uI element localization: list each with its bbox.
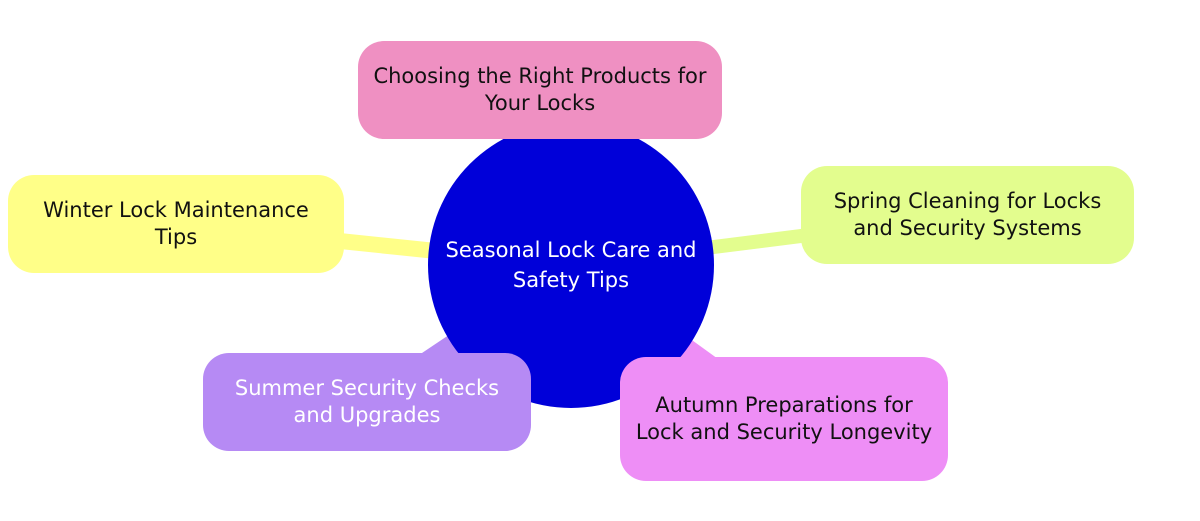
branch-label-winter: Winter Lock Maintenance Tips [43, 198, 309, 249]
branch-label-summer: Summer Security Checks and Upgrades [234, 376, 500, 427]
branch-node-winter: Winter Lock Maintenance Tips [8, 175, 344, 273]
branch-node-products: Choosing the Right Products for Your Loc… [358, 41, 722, 139]
branch-label-autumn: Autumn Preparations for Lock and Securit… [635, 393, 933, 444]
branch-label-products: Choosing the Right Products for Your Loc… [373, 64, 707, 115]
central-topic-label: Seasonal Lock Care and Safety Tips [445, 238, 697, 292]
branch-node-summer: Summer Security Checks and Upgrades [203, 353, 531, 451]
branch-label-spring: Spring Cleaning for Locks and Security S… [833, 189, 1102, 240]
branch-node-autumn: Autumn Preparations for Lock and Securit… [620, 357, 948, 481]
branch-node-spring: Spring Cleaning for Locks and Security S… [801, 166, 1134, 264]
